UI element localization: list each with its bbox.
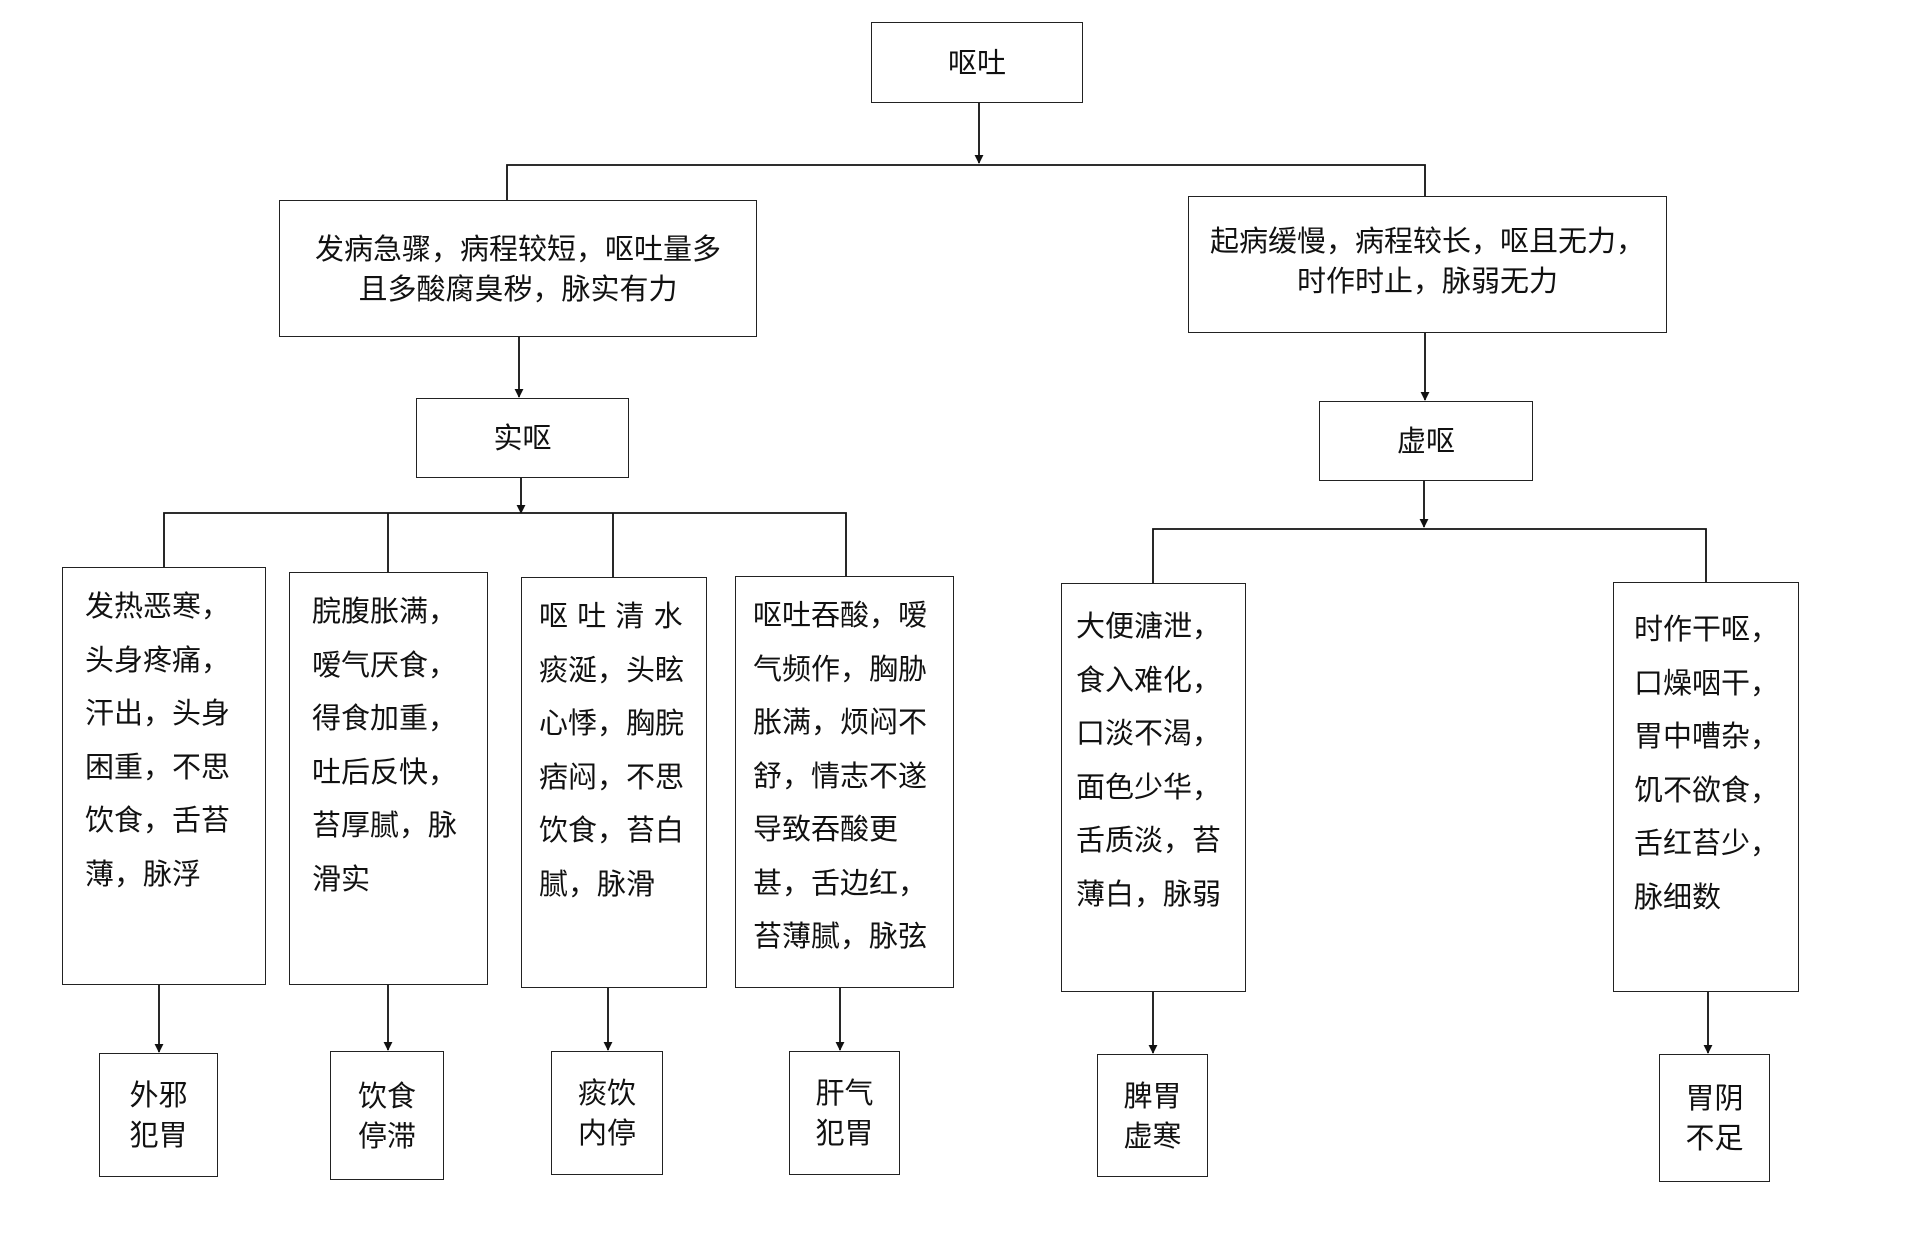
symptom-4-line: 胀满，烦闷不 xyxy=(753,705,928,739)
symptom-2-line: 滑实 xyxy=(312,861,371,896)
symptom-node-ganqi: 呕吐吞酸，嗳 气频作，胸胁 胀满，烦闷不 舒，情志不遂 导致吞酸更 甚，舌边红，… xyxy=(735,576,954,988)
edge-root-split xyxy=(506,164,1426,200)
result-5-line-2: 虚寒 xyxy=(1123,1118,1182,1153)
symptom-5-line: 面色少华， xyxy=(1076,769,1222,804)
result-3-line-2: 内停 xyxy=(577,1116,636,1150)
symptom-2-line: 得食加重， xyxy=(312,701,458,735)
result-2-line-1: 饮食 xyxy=(357,1078,416,1113)
symptom-5-line: 食入难化， xyxy=(1076,662,1222,697)
result-3-line-1: 痰饮 xyxy=(577,1076,636,1110)
root-label: 呕吐 xyxy=(947,45,1006,80)
shi-label: 实呕 xyxy=(493,421,552,455)
symptom-6-line: 时作干呕， xyxy=(1634,612,1780,646)
shi-description-line-2: 且多酸腐臭秽，脉实有力 xyxy=(358,271,678,306)
result-node-weiyin: 胃阴 不足 xyxy=(1659,1054,1770,1182)
root-node: 呕吐 xyxy=(871,22,1083,103)
edge-xu-bus xyxy=(1152,528,1707,583)
shi-description-line-1: 发病急骤，病程较短，呕吐量多 xyxy=(314,231,721,266)
symptom-4-line: 呕吐吞酸，嗳 xyxy=(753,598,928,632)
symptom-4-line: 甚，舌边红， xyxy=(753,865,928,900)
symptom-1-line: 发热恶寒， xyxy=(85,589,231,623)
symptom-4-line: 苔薄腻，脉弦 xyxy=(753,919,928,953)
symptom-1-line: 头身疼痛， xyxy=(85,642,231,677)
symptom-3-line: 心悸，胸脘 xyxy=(539,706,685,740)
result-node-waixie: 外邪 犯胃 xyxy=(99,1053,218,1177)
symptom-5-line: 舌质淡，苔 xyxy=(1076,823,1222,857)
result-5-line-1: 脾胃 xyxy=(1123,1078,1182,1113)
symptom-1-line: 汗出，头身 xyxy=(85,696,231,730)
symptom-6-line: 口燥咽干， xyxy=(1634,665,1780,700)
symptom-6-line: 饥不欲食， xyxy=(1634,772,1780,807)
symptom-2-line: 嗳气厌食， xyxy=(312,647,458,682)
symptom-6-line: 脉细数 xyxy=(1634,879,1722,914)
xu-label-node: 虚呕 xyxy=(1319,401,1533,481)
symptom-2-line: 脘腹胀满， xyxy=(312,594,458,628)
symptom-5-line: 薄白，脉弱 xyxy=(1076,876,1222,911)
xu-label: 虚呕 xyxy=(1396,424,1455,458)
symptom-4-line: 导致吞酸更 xyxy=(753,812,899,846)
result-node-ganqi: 肝气 犯胃 xyxy=(789,1051,900,1175)
symptom-1-line: 薄，脉浮 xyxy=(85,856,202,891)
symptom-node-weiyin: 时作干呕， 口燥咽干， 胃中嘈杂， 饥不欲食， 舌红苔少， 脉细数 xyxy=(1613,582,1799,992)
result-6-line-1: 胃阴 xyxy=(1685,1081,1744,1115)
symptom-2-line: 苔厚腻，脉 xyxy=(312,808,458,842)
result-node-yinshi: 饮食 停滞 xyxy=(330,1051,444,1180)
symptom-1-line: 饮食，舌苔 xyxy=(85,803,231,837)
symptom-6-line: 舌红苔少， xyxy=(1634,826,1780,860)
result-1-line-1: 外邪 xyxy=(129,1078,188,1112)
symptom-node-waixie: 发热恶寒， 头身疼痛， 汗出，头身 困重，不思 饮食，舌苔 薄，脉浮 xyxy=(62,567,266,985)
symptom-5-line: 口淡不渴， xyxy=(1076,716,1222,750)
symptom-node-tanyin: 呕 吐 清 水 痰涎，头眩 心悸，胸脘 痞闷，不思 饮食，苔白 腻，脉滑 xyxy=(521,577,707,988)
xu-description-line-2: 时作时止，脉弱无力 xyxy=(1296,264,1558,298)
symptom-4-line: 舒，情志不遂 xyxy=(753,758,928,793)
result-1-line-2: 犯胃 xyxy=(129,1118,188,1152)
symptom-node-yinshi: 脘腹胀满， 嗳气厌食， 得食加重， 吐后反快， 苔厚腻，脉 滑实 xyxy=(289,572,488,985)
edge-shi-bus xyxy=(163,512,847,576)
result-node-tanyin: 痰饮 内停 xyxy=(551,1051,663,1175)
symptom-1-line: 困重，不思 xyxy=(85,749,231,784)
symptom-6-line: 胃中嘈杂， xyxy=(1634,719,1780,753)
result-6-line-2: 不足 xyxy=(1685,1121,1744,1155)
symptom-3-line: 腻，脉滑 xyxy=(539,866,656,901)
symptom-node-piwei: 大便溏泄， 食入难化， 口淡不渴， 面色少华， 舌质淡，苔 薄白，脉弱 xyxy=(1061,583,1246,992)
symptom-3-line: 痰涎，头眩 xyxy=(539,652,685,687)
result-node-piwei: 脾胃 虚寒 xyxy=(1097,1054,1208,1177)
xu-description-line-1: 起病缓慢，病程较长，呕且无力， xyxy=(1209,224,1645,258)
symptom-3-line: 饮食，苔白 xyxy=(539,813,685,847)
symptom-2-line: 吐后反快， xyxy=(312,754,458,789)
shi-label-node: 实呕 xyxy=(416,398,629,478)
symptom-4-line: 气频作，胸胁 xyxy=(753,651,928,686)
symptom-5-line: 大便溏泄， xyxy=(1076,609,1222,643)
symptom-3-line: 呕 吐 清 水 xyxy=(539,599,683,633)
xu-description-node: 起病缓慢，病程较长，呕且无力， 时作时止，脉弱无力 xyxy=(1188,196,1667,333)
shi-description-node: 发病急骤，病程较短，呕吐量多 且多酸腐臭秽，脉实有力 xyxy=(279,200,757,337)
result-2-line-2: 停滞 xyxy=(357,1118,416,1153)
result-4-line-1: 肝气 xyxy=(815,1076,874,1110)
symptom-3-line: 痞闷，不思 xyxy=(539,759,685,794)
result-4-line-2: 犯胃 xyxy=(815,1116,874,1150)
